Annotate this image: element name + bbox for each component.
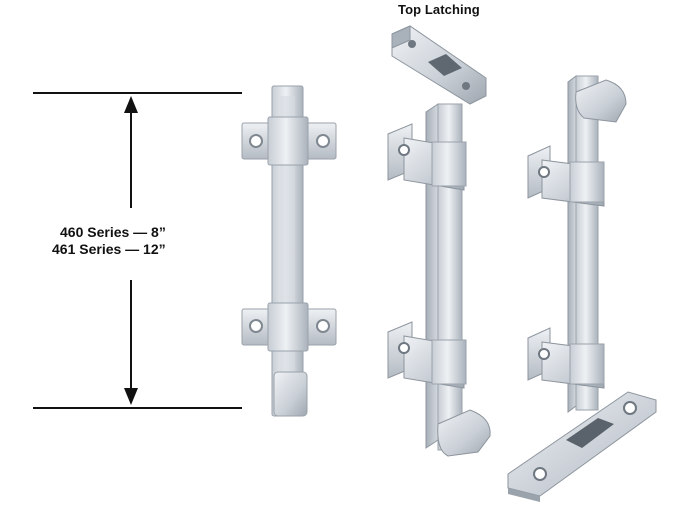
bottom-strike-slot [566, 418, 614, 448]
top-latching-strike [391, 25, 487, 105]
middle-upper-bracket-front [431, 141, 467, 187]
right-upper-bracket-front [569, 161, 605, 203]
screw-hole-icon [316, 319, 330, 333]
arrow-up-icon [124, 96, 138, 113]
screw-hole-icon [533, 467, 547, 481]
screw-hole-icon [249, 319, 263, 333]
screw-hole-icon [538, 166, 550, 178]
front-lower-bracket-center [267, 302, 309, 352]
series-461-length-label: 461 Series — 12” [52, 241, 166, 257]
screw-hole-icon [398, 342, 410, 354]
bottom-strike-plate [507, 391, 657, 502]
middle-lower-bracket-front [431, 339, 467, 385]
top-latching-label: Top Latching [398, 2, 480, 17]
screw-hole-icon [398, 144, 410, 156]
screw-hole-icon [538, 348, 550, 360]
screw-hole-icon [249, 134, 263, 148]
dimension-indicator [33, 92, 242, 409]
middle-bolt-tip [437, 409, 491, 457]
front-upper-bracket-center [267, 116, 309, 166]
angled-view-bolt-middle [387, 103, 491, 457]
right-bolt-body [575, 75, 599, 411]
screw-hole-icon [408, 40, 416, 48]
screw-hole-icon [316, 134, 330, 148]
bottom-strike-plate-edge [508, 488, 540, 502]
right-bolt-tip [575, 79, 627, 123]
top-strike-lip [391, 25, 411, 49]
series-460-length-label: 460 Series — 8” [60, 224, 166, 240]
front-view-bolt [241, 85, 337, 417]
right-lower-bracket-front [569, 343, 605, 385]
top-strike-slot [428, 54, 462, 76]
arrow-down-icon [124, 388, 138, 405]
front-bolt-tip [273, 371, 308, 417]
angled-view-bolt-right [527, 75, 627, 413]
screw-hole-icon [462, 82, 470, 90]
screw-hole-icon [623, 401, 637, 415]
